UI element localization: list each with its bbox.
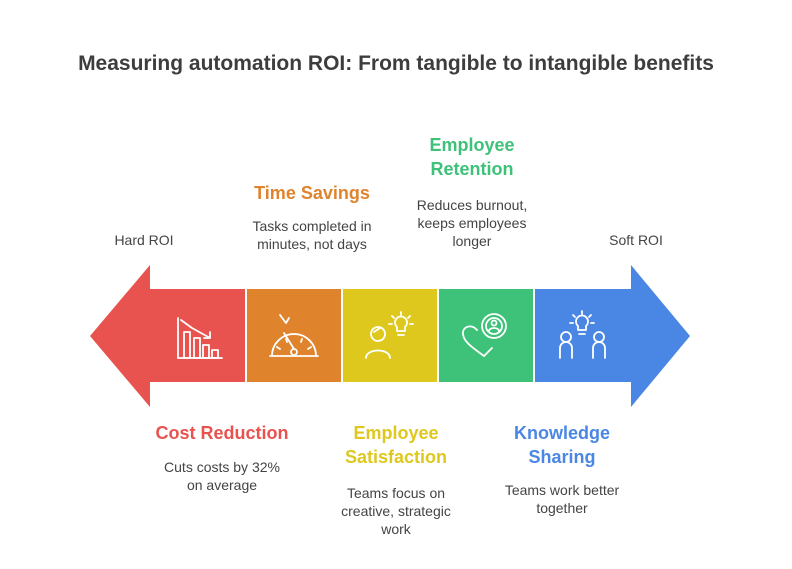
cost-reduction-heading: Cost Reduction	[155, 423, 289, 443]
segment-cost-reduction	[150, 289, 245, 382]
segment-employee-satisfaction	[343, 289, 437, 382]
speedometer-icon	[269, 314, 319, 357]
time-savings-description: Tasks completed in minutes, not days	[252, 218, 372, 252]
employee-retention-description: Reduces burnout, keeps employees longer	[416, 197, 528, 249]
employee-satisfaction-heading: Employee Satisfaction	[344, 423, 448, 467]
right-arrowhead	[631, 265, 690, 407]
person-idea-icon	[365, 311, 414, 359]
soft-roi-label: Soft ROI	[609, 232, 663, 248]
hard-roi-label: Hard ROI	[114, 232, 174, 248]
cost-reduction-description: Cuts costs by 32% on average	[164, 459, 280, 493]
left-arrowhead	[90, 265, 150, 407]
employee-satisfaction-description: Teams focus on creative, strategic work	[341, 485, 451, 537]
segment-knowledge-sharing	[535, 289, 631, 382]
two-people-idea-icon	[559, 310, 606, 359]
knowledge-sharing-heading: Knowledge Sharing	[513, 423, 610, 467]
segment-time-savings	[247, 289, 341, 382]
heart-person-icon	[462, 313, 507, 357]
time-savings-heading: Time Savings	[254, 183, 370, 203]
declining-bar-chart-icon	[177, 317, 223, 359]
knowledge-sharing-description: Teams work better together	[504, 482, 620, 516]
employee-retention-heading: Employee Retention	[429, 135, 515, 179]
page-title: Measuring automation ROI: From tangible …	[78, 52, 714, 75]
